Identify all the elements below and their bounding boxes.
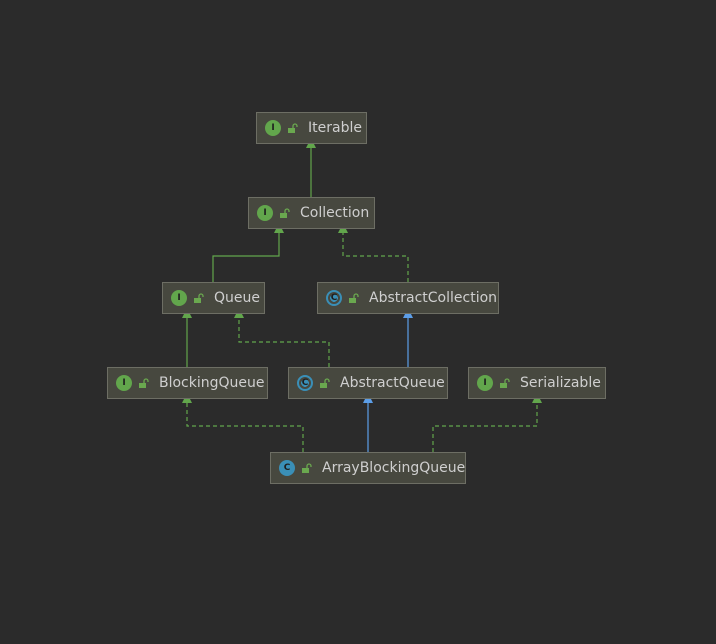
unlock-icon — [288, 122, 298, 133]
abstract-class-icon: C — [297, 375, 313, 391]
class-node-serializable[interactable]: I Serializable — [468, 367, 606, 399]
class-icon: C — [279, 460, 295, 476]
class-name-label: AbstractQueue — [340, 375, 445, 391]
class-node-abstractcollection[interactable]: C AbstractCollection — [317, 282, 499, 314]
edge-abstractqueue-to-queue — [234, 308, 330, 367]
class-node-abstractqueue[interactable]: C AbstractQueue — [288, 367, 448, 399]
class-name-label: Iterable — [308, 120, 362, 136]
class-node-iterable[interactable]: I Iterable — [256, 112, 367, 144]
unlock-icon — [320, 377, 330, 388]
class-name-label: Serializable — [520, 375, 601, 391]
class-name-label: ArrayBlockingQueue — [322, 460, 466, 476]
interface-icon: I — [257, 205, 273, 221]
edge-queue-to-collection — [212, 223, 284, 282]
class-node-arrayblockingqueue[interactable]: C ArrayBlockingQueue — [270, 452, 466, 484]
class-name-label: BlockingQueue — [159, 375, 265, 391]
class-name-label: AbstractCollection — [369, 290, 498, 306]
unlock-icon — [500, 377, 510, 388]
unlock-icon — [302, 462, 312, 473]
class-node-queue[interactable]: I Queue — [162, 282, 265, 314]
class-name-label: Collection — [300, 205, 370, 221]
unlock-icon — [349, 292, 359, 303]
abstract-class-icon: C — [326, 290, 342, 306]
interface-icon: I — [171, 290, 187, 306]
class-name-label: Queue — [214, 290, 260, 306]
interface-icon: I — [477, 375, 493, 391]
edge-abstractcollection-to-collection — [338, 223, 409, 282]
edge-arrayblockingqueue-to-serializable — [432, 393, 542, 452]
interface-icon: I — [116, 375, 132, 391]
class-node-blockingqueue[interactable]: I BlockingQueue — [107, 367, 268, 399]
class-node-collection[interactable]: I Collection — [248, 197, 375, 229]
unlock-icon — [139, 377, 149, 388]
edge-arrayblockingqueue-to-blockingqueue — [182, 393, 304, 452]
unlock-icon — [280, 207, 290, 218]
unlock-icon — [194, 292, 204, 303]
interface-icon: I — [265, 120, 281, 136]
